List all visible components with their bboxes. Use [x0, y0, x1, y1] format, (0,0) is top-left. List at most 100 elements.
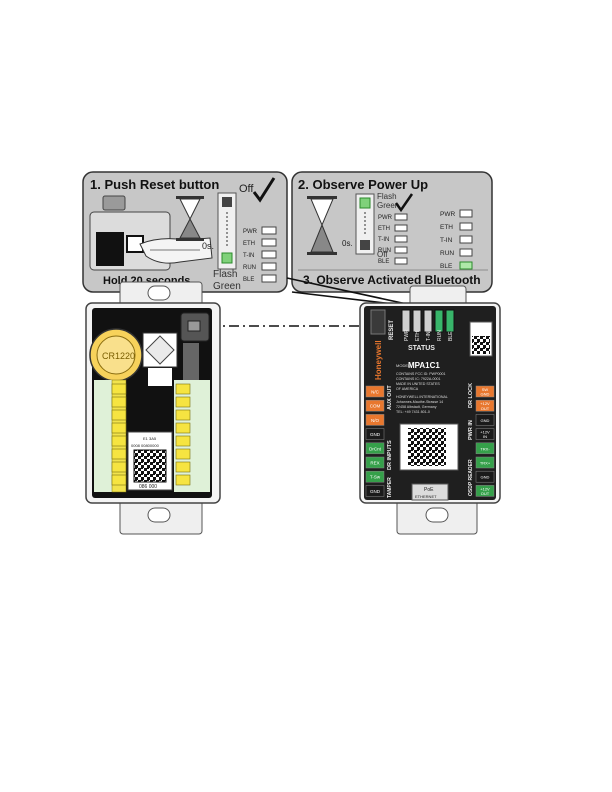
- led-label: BLE: [440, 263, 453, 270]
- left-board: CR1220: [85, 281, 221, 535]
- info-line: TEL: +49 7431 801-0: [396, 410, 430, 414]
- led-label: ETH: [440, 224, 453, 231]
- qr-code-icon: [408, 428, 446, 466]
- terminal-com: COM: [365, 399, 385, 412]
- terminal-gnd: GND: [365, 485, 385, 497]
- callout2-led-list: PWR ETH T-IN RUN BLE: [378, 213, 408, 265]
- info-line: MADE IN UNITED STATES: [396, 382, 440, 386]
- led-indicator: [261, 250, 277, 259]
- info-line: CONTAINS FCC ID: PWP0001: [396, 372, 445, 376]
- green-label: Green: [213, 281, 241, 292]
- led-indicator: [261, 238, 277, 247]
- led-label: BLE: [448, 331, 454, 341]
- terminal-trx-: TRX+: [475, 456, 495, 469]
- svg-text:DrCnt: DrCnt: [369, 446, 382, 451]
- flash-label: Flash: [213, 269, 237, 280]
- checkmark-icon: [394, 193, 414, 213]
- terminal-trx-: TRX-: [475, 442, 495, 455]
- led-label: PWR: [243, 229, 258, 235]
- callout3-title: 3. Observe Activated Bluetooth: [303, 273, 481, 287]
- led-label: BLE: [243, 277, 254, 283]
- reset-button: [370, 309, 386, 335]
- checkmark-icon: [252, 177, 276, 203]
- off-label: Off: [239, 183, 254, 195]
- led-label: PWR: [404, 329, 410, 341]
- status-led-strip: PWR ETH T-IN RUN BLE STATUS: [401, 309, 455, 352]
- callout1-title: 1. Push Reset button: [90, 177, 219, 192]
- led-indicator: [394, 235, 408, 243]
- poe-label: PoE: [424, 487, 434, 493]
- led-indicator: [394, 257, 408, 265]
- ethernet-port-icon: [411, 483, 449, 501]
- green-label: Green: [377, 201, 399, 210]
- led-label: PWR: [440, 211, 455, 218]
- svg-text:TRX-: TRX-: [480, 446, 490, 451]
- svg-text:OUT: OUT: [481, 406, 490, 411]
- qr-code-icon: [472, 336, 490, 354]
- reset-timeline: [217, 192, 237, 270]
- info-line: OF AMERICA: [396, 387, 419, 391]
- dr-lock-label: DR LOCK: [468, 383, 474, 408]
- led-indicator: [261, 262, 277, 271]
- led-label: T-IN: [426, 331, 432, 341]
- led-label: BLE: [378, 259, 389, 265]
- terminal-n-o: N/O: [365, 414, 385, 426]
- info-line: CONTAINS IC: 7922A-0001: [396, 377, 440, 381]
- callout2-right-led-list: PWR ETH T-IN RUN BLE: [440, 209, 473, 270]
- svg-text:+12V: +12V: [480, 430, 490, 435]
- pwr-in-label: PWR IN: [468, 420, 474, 440]
- dr-inputs-label: DR INPUTS: [387, 440, 393, 470]
- led-label: RUN: [437, 330, 443, 341]
- callout-power-up: 2. Observe Power Up Flash Green 0s. Off …: [291, 171, 493, 293]
- right-terminal-block: [174, 380, 210, 492]
- svg-text:+12V: +12V: [480, 486, 490, 491]
- svg-text:GND: GND: [481, 392, 490, 397]
- led-label: ETH: [378, 226, 390, 232]
- hand-pressing-icon: [89, 195, 213, 271]
- label-code: 086 000: [139, 484, 157, 490]
- info-line: 72458 Albstadt, Germany: [396, 405, 437, 409]
- led-indicator: [394, 213, 408, 221]
- svg-text:N/C: N/C: [371, 390, 380, 395]
- left-terminal-block: [94, 379, 127, 493]
- terminal-rex: REX: [365, 456, 385, 469]
- model-number: MPA1C1: [408, 361, 440, 370]
- led-indicator: [459, 235, 473, 244]
- tamper-label: TAMPER: [387, 477, 393, 498]
- svg-text:GND: GND: [481, 418, 490, 423]
- info-line: Johannes-Mauthe-Strasse 14: [396, 400, 443, 404]
- led-indicator: [459, 222, 473, 231]
- osdp-reader-label: OSDP READER: [468, 459, 474, 496]
- right-board: PWR ETH T-IN RUN BLE STATUS RESET Honeyw…: [359, 285, 501, 535]
- reset-label: RESET: [389, 320, 395, 340]
- callout-push-reset: 1. Push Reset button Hold 20 seconds Off: [82, 171, 288, 293]
- terminal-drcnt: DrCnt: [365, 442, 385, 455]
- terminal-gnd-: GND: [475, 470, 495, 483]
- led-indicator: [261, 274, 277, 283]
- aux-out-label: AUX OUT: [387, 385, 393, 410]
- hourglass-icon: [176, 196, 204, 241]
- led-indicator: [261, 226, 277, 235]
- led-label: RUN: [243, 265, 256, 271]
- svg-text:REX: REX: [370, 461, 379, 466]
- led-indicator: [394, 246, 408, 254]
- ethernet-label: ETHERNET: [415, 494, 437, 499]
- svg-text:COM: COM: [370, 404, 381, 409]
- terminal-gnd: GND: [365, 428, 385, 440]
- led-label: ETH: [243, 241, 255, 247]
- terminal-gnd-: GND: [475, 414, 495, 426]
- off-label: Off: [377, 250, 388, 259]
- zero-seconds-label: 0s.: [342, 239, 353, 248]
- led-indicator: [394, 224, 408, 232]
- led-label: T-IN: [440, 237, 453, 244]
- svg-text:SW: SW: [482, 387, 489, 392]
- callout2-title: 2. Observe Power Up: [298, 177, 428, 192]
- label-code: 0008 00800000: [131, 443, 160, 448]
- qr-code-icon: [133, 449, 167, 483]
- brand-logo: Honeywell: [374, 340, 383, 380]
- svg-text:OUT: OUT: [481, 491, 490, 496]
- svg-text:IN: IN: [483, 434, 487, 439]
